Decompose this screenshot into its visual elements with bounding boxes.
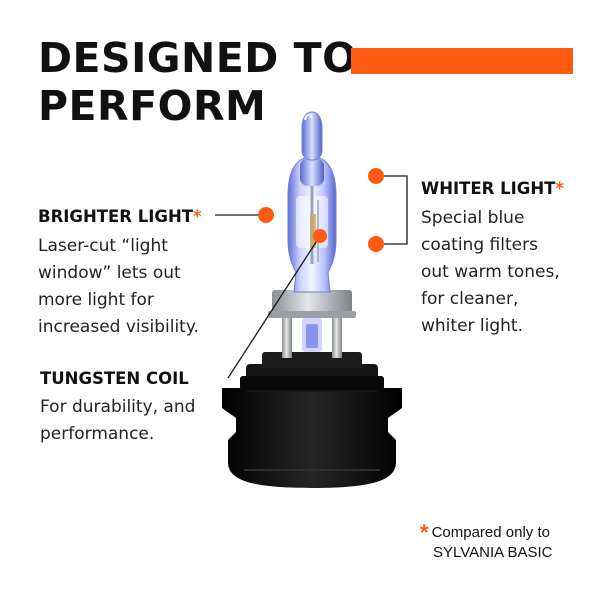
callout-brighter-title: BRIGHTER LIGHT* xyxy=(38,207,202,226)
markers xyxy=(258,168,384,252)
asterisk-mark: * xyxy=(193,207,202,226)
footnote: *Compared only to SYLVANIA BASIC xyxy=(420,520,553,563)
callout-tungsten-body: For durability, and performance. xyxy=(40,397,196,444)
footnote-line-2: SYLVANIA BASIC xyxy=(433,544,553,561)
asterisk-mark: * xyxy=(555,179,565,198)
marker-brighter-dot xyxy=(258,207,274,223)
callout-whiter-body: Special blue coating filters out warm to… xyxy=(421,208,560,336)
page-title: DESIGNED TO PERFORM xyxy=(38,34,357,130)
bulb-base xyxy=(222,352,402,488)
accent-bar xyxy=(351,48,573,74)
callout-whiter-light: WHITER LIGHT* Special blue coating filte… xyxy=(421,178,564,340)
marker-whiter-bottom-dot xyxy=(368,236,384,252)
leader-tungsten xyxy=(227,235,321,379)
footnote-line-1: *Compared only to xyxy=(420,520,550,545)
page-title-line-1: DESIGNED TO xyxy=(38,34,358,82)
leader-lines xyxy=(215,175,408,379)
callout-brighter-body: Laser-cut “light window” lets out more l… xyxy=(38,236,199,337)
bulb-collar xyxy=(268,290,356,358)
bulb-glass xyxy=(287,111,337,293)
asterisk-mark: * xyxy=(420,520,429,545)
marker-tungsten-dot xyxy=(313,229,327,243)
leader-whiter xyxy=(384,175,408,245)
callout-whiter-title: WHITER LIGHT* xyxy=(421,179,565,198)
callout-brighter-light: BRIGHTER LIGHT* Laser-cut “light window”… xyxy=(38,206,202,341)
page-title-line-2: PERFORM xyxy=(38,82,267,130)
callout-tungsten-coil: TUNGSTEN COIL For durability, and perfor… xyxy=(40,368,195,448)
callout-tungsten-title: TUNGSTEN COIL xyxy=(40,369,189,388)
marker-whiter-top-dot xyxy=(368,168,384,184)
